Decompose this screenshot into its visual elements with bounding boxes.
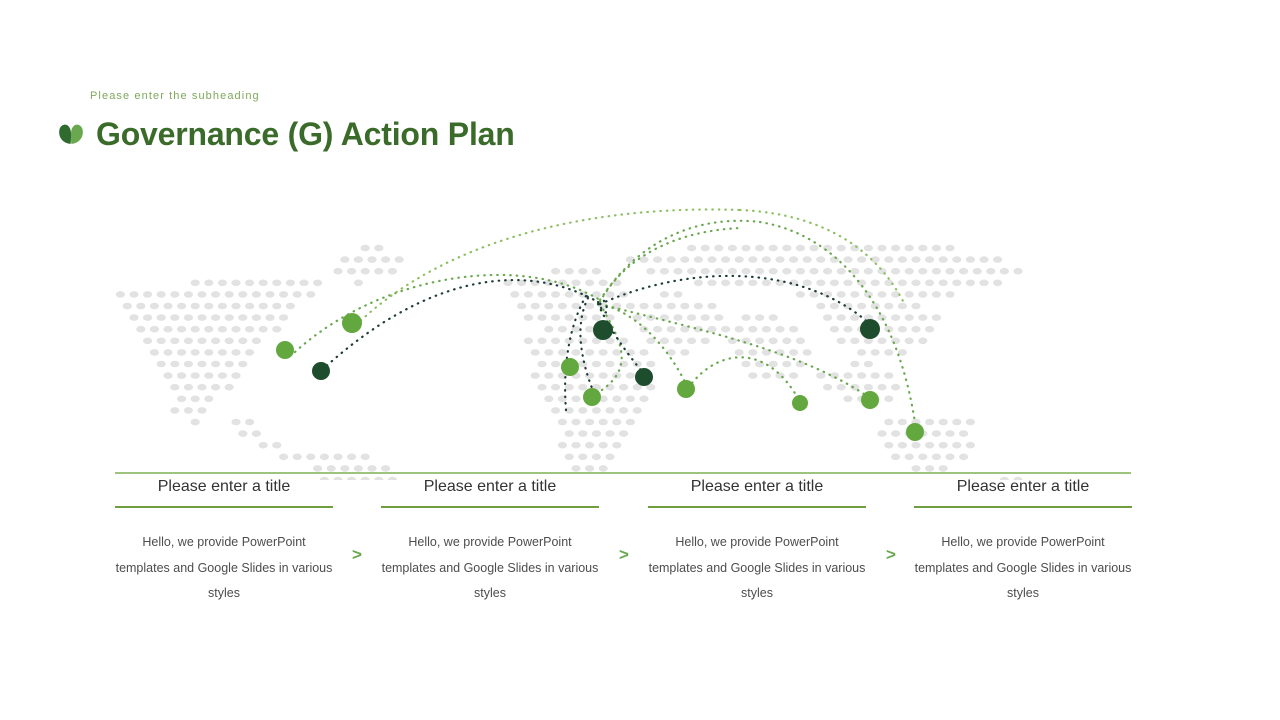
marker-9[interactable] [792,395,808,411]
column-4: Please enter a title Hello, we provide P… [914,478,1132,607]
column-2-title: Please enter a title [423,478,557,495]
marker-5[interactable] [583,388,601,406]
marker-4[interactable] [561,358,579,376]
marker-11[interactable] [861,391,879,409]
column-1-body: Hello, we provide PowerPoint templates a… [115,535,333,601]
column-4-rule [914,506,1132,508]
column-2-body: Hello, we provide PowerPoint templates a… [381,535,599,601]
connection-arcs [293,208,918,432]
column-3-rule [648,506,866,508]
column-1: Please enter a title Hello, we provide P… [115,478,333,607]
column-1-rule [115,506,333,508]
columns-container: Please enter a title Hello, we provide P… [0,478,1280,658]
column-4-title: Please enter a title [956,478,1090,495]
column-2: Please enter a title Hello, we provide P… [381,478,599,607]
separator-chevron-1: > [352,545,362,564]
marker-6[interactable] [593,320,613,340]
separator-chevron-3: > [886,545,896,564]
page-title: Governance (G) Action Plan [96,116,515,152]
column-4-body: Hello, we provide PowerPoint templates a… [914,535,1132,601]
column-3: Please enter a title Hello, we provide P… [648,478,866,607]
marker-2[interactable] [312,362,330,380]
marker-3[interactable] [342,313,362,333]
column-2-rule [381,506,599,508]
leaf-icon [59,124,83,144]
column-3-title: Please enter a title [690,478,824,495]
separator-chevron-2: > [619,545,629,564]
column-3-body: Hello, we provide PowerPoint templates a… [648,535,866,601]
marker-8[interactable] [677,380,695,398]
column-1-title: Please enter a title [157,478,291,495]
map-markers [276,313,924,441]
marker-10[interactable] [860,319,880,339]
marker-1[interactable] [276,341,294,359]
marker-7[interactable] [635,368,653,386]
subheading: Please enter the subheading [90,90,260,102]
columns-top-rule [115,472,1131,474]
marker-12[interactable] [906,423,924,441]
title-row: Governance (G) Action Plan [56,118,515,150]
